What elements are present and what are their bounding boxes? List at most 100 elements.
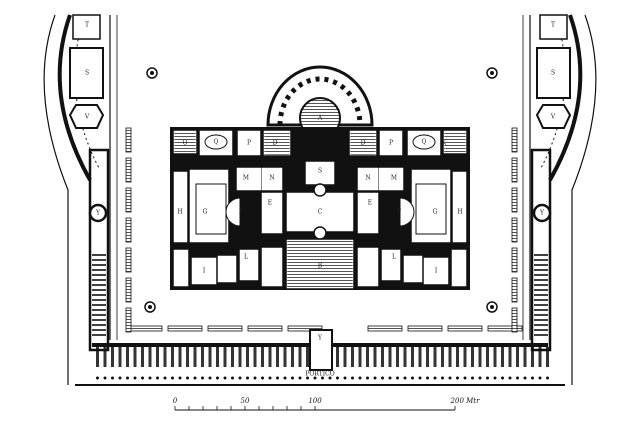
portico-chamber-wall [343, 347, 347, 367]
portico-column [546, 376, 549, 380]
meander-segment [125, 157, 132, 183]
portico-column [276, 376, 279, 380]
apse-f [399, 197, 415, 227]
portico-chamber-wall [523, 347, 527, 367]
meander-segment [511, 127, 518, 153]
room-label-q: Q [422, 139, 427, 146]
portico-column [478, 376, 482, 380]
portico-column [321, 376, 324, 380]
room-label-k: K [442, 140, 447, 147]
portico-chamber-wall [418, 347, 422, 367]
portico-column [246, 376, 249, 380]
room-label-t: T [551, 22, 555, 29]
portico-column [516, 376, 519, 380]
room-label-y: Y [95, 210, 101, 217]
left-outer-wall [43, 14, 69, 385]
natatio-pool-edge [415, 183, 447, 235]
portico-chamber-wall [118, 347, 122, 367]
room [411, 169, 451, 243]
portico-column [163, 376, 167, 380]
right-octagon-v [535, 104, 572, 129]
portico-chamber-wall [231, 347, 234, 367]
portico-column [538, 376, 542, 380]
portico-chamber-wall [546, 347, 549, 367]
left-hall-s [69, 47, 104, 99]
portico-column [253, 376, 257, 380]
portico-column [306, 376, 309, 380]
meander-segment [367, 325, 403, 332]
portico-chamber-wall [223, 347, 227, 367]
meander-segment [127, 325, 163, 332]
meander-segment [125, 187, 132, 213]
room [217, 255, 237, 283]
portico-chamber-wall [283, 347, 287, 367]
portico-colonnade: PORTICO [75, 329, 565, 386]
portico-column [238, 376, 242, 380]
room-label-y: Y [539, 210, 545, 217]
portico-column [328, 376, 332, 380]
portico-column [178, 376, 182, 380]
portico-chamber-wall [111, 347, 114, 367]
meander-segment [167, 325, 203, 332]
room-label-o: O [183, 140, 188, 147]
room-label-n: N [269, 175, 274, 182]
portico-column [298, 376, 302, 380]
portico-column [171, 376, 174, 380]
portico-chamber-wall [493, 347, 497, 367]
room-label-l: L [244, 254, 248, 261]
portico-chamber-wall [298, 347, 302, 367]
room [261, 167, 283, 191]
meander-segment [287, 325, 323, 332]
room [403, 255, 423, 283]
portico-column [426, 376, 429, 380]
meander-segment [207, 325, 243, 332]
portico-column [448, 376, 452, 380]
room-label-g: G [203, 209, 208, 216]
basin [313, 226, 327, 240]
portico-column [223, 376, 227, 380]
room [261, 192, 283, 234]
portico-column [508, 376, 512, 380]
room-label-p: P [247, 140, 251, 147]
room-label-f: F [397, 209, 401, 216]
meander-segment [511, 157, 518, 183]
portico-chamber-wall [411, 347, 414, 367]
portico-column [433, 376, 437, 380]
right-apse-y [532, 203, 552, 223]
room-label-q: Q [214, 139, 219, 146]
room-label-i: I [435, 268, 438, 275]
left-exedra-wall [57, 14, 92, 181]
room-label-d: D [361, 140, 366, 147]
portico-chamber-wall [96, 347, 99, 367]
meander-segment [487, 325, 523, 332]
portico-column [291, 376, 294, 380]
portico-chamber-wall [141, 347, 144, 367]
room-label-e: E [268, 200, 272, 207]
meander-segment [125, 277, 132, 303]
room [357, 167, 379, 191]
portico-chamber-wall [193, 347, 197, 367]
room [452, 171, 467, 243]
portico-column [463, 376, 467, 380]
scale-label: 100 [308, 397, 322, 405]
garden-basin-center [490, 305, 494, 309]
portico-column [373, 376, 377, 380]
scale-label: 50 [241, 397, 250, 405]
room [357, 192, 379, 234]
room-label-i: I [203, 268, 206, 275]
portico-chamber-wall [516, 347, 519, 367]
room-label-m: M [391, 175, 397, 182]
portico-column [201, 376, 204, 380]
right-hall-s [536, 47, 571, 99]
portico-chamber-wall [156, 347, 159, 367]
portico-chamber-wall [471, 347, 474, 367]
portico-column [396, 376, 399, 380]
room [381, 249, 401, 281]
caldarium-niches [277, 76, 363, 126]
room [451, 249, 467, 287]
portico-column [418, 376, 422, 380]
room-label-v: V [550, 114, 556, 121]
portico-chamber-wall [336, 347, 339, 367]
scale-label: 200 Mtr [450, 397, 481, 405]
room-label-s: S [551, 70, 555, 77]
